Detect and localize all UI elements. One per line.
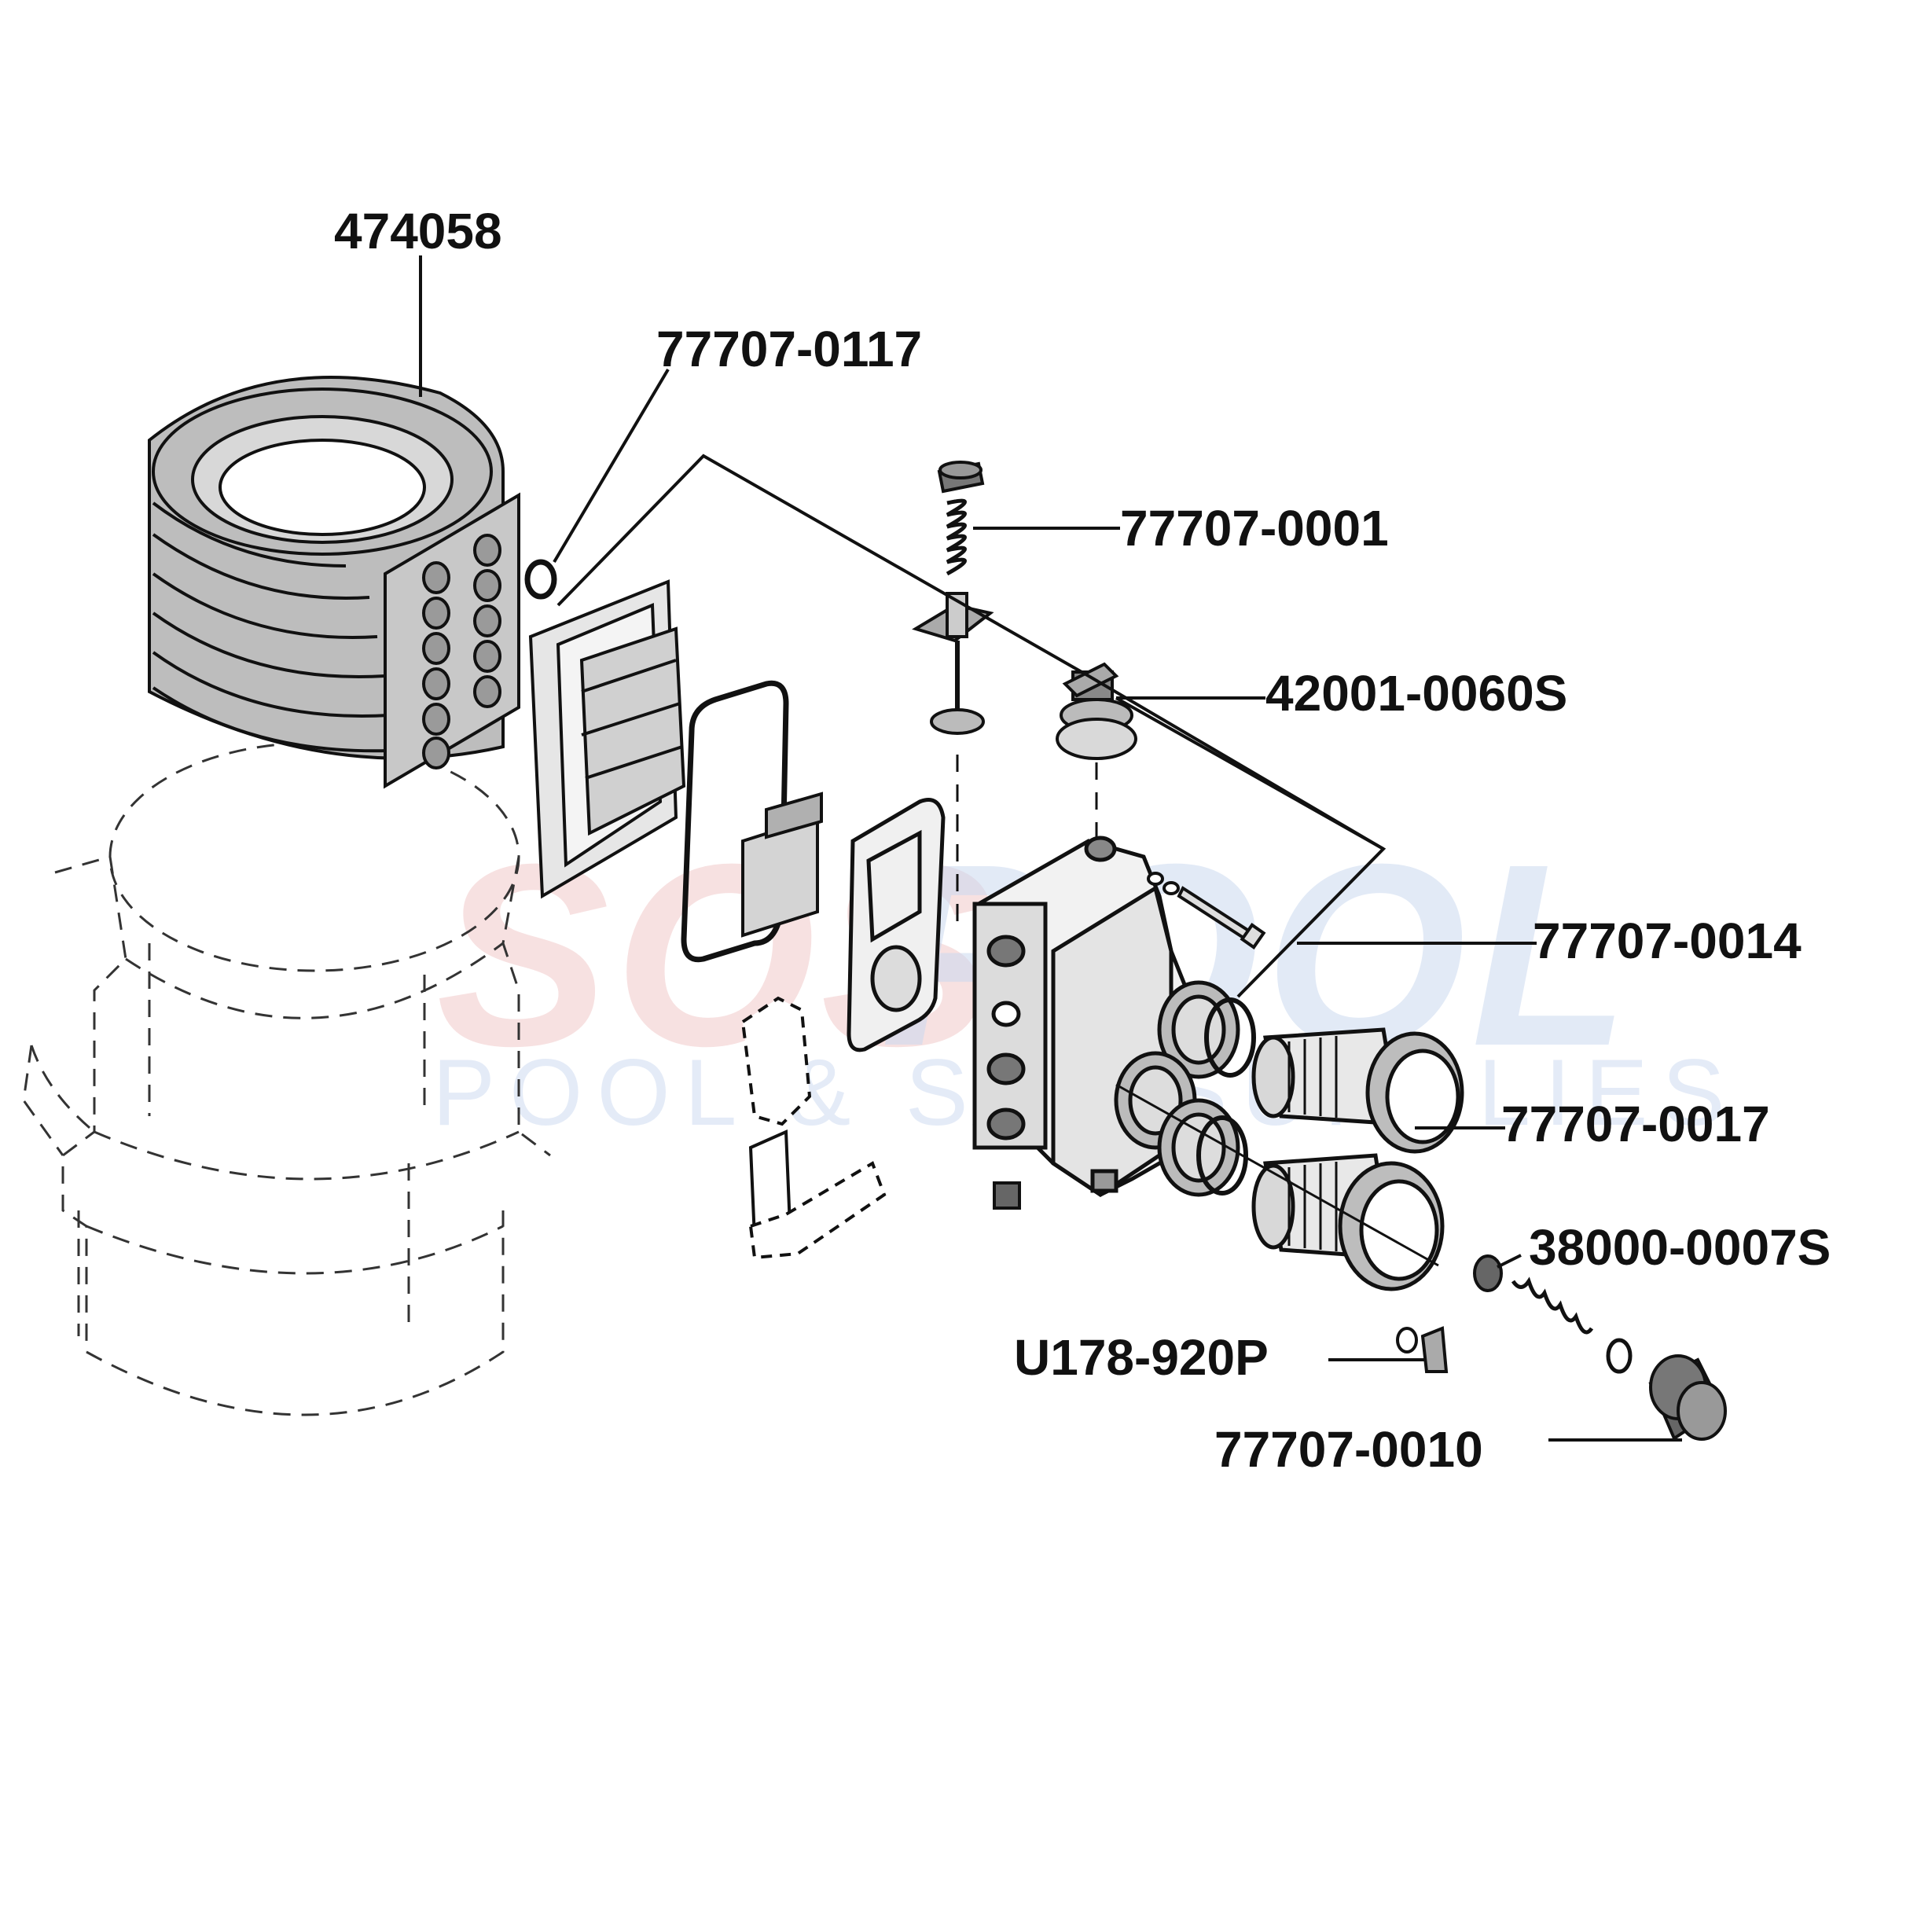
manifold-plug	[993, 1181, 1021, 1210]
manifold-bolt	[1147, 872, 1266, 949]
callout-42001-0060S: 42001-0060S	[1265, 665, 1568, 722]
callout-77707-0010: 77707-0010	[1214, 1421, 1483, 1478]
callout-38000-0007S: 38000-0007S	[1529, 1219, 1831, 1276]
callout-77707-0117: 77707-0117	[656, 321, 923, 377]
manifold-housing	[972, 836, 1240, 1198]
callout-77707-0001: 77707-0001	[1120, 500, 1389, 556]
union-adapter-upper	[1251, 1027, 1464, 1154]
drain-fitting	[1648, 1354, 1727, 1441]
callout-474058: 474058	[334, 203, 502, 259]
callout-77707-0017: 77707-0017	[1501, 1096, 1770, 1152]
o-ring-upper	[1204, 997, 1256, 1078]
o-ring-lower	[1196, 1115, 1248, 1196]
coil-header-plate	[384, 492, 520, 789]
pressure-switch	[1056, 662, 1137, 849]
union-adapter-lower	[1251, 1153, 1445, 1291]
leader-lines	[419, 255, 1682, 1442]
gas-elbow-fitting	[740, 996, 887, 1260]
callout-77707-0014: 77707-0014	[1533, 913, 1802, 969]
bypass-valve-assembly	[912, 461, 994, 927]
header-gasket	[528, 579, 686, 899]
check-valve	[1473, 1254, 1633, 1374]
bracket	[741, 792, 823, 938]
o-ring-small	[524, 559, 557, 600]
callout-U178-920P: U178-920P	[1014, 1329, 1269, 1386]
heater-body-outline	[22, 741, 551, 1416]
assembly-centerline-upper	[1115, 1083, 1439, 1267]
drain-plug	[1396, 1326, 1449, 1373]
manifold-gasket	[847, 798, 946, 1052]
